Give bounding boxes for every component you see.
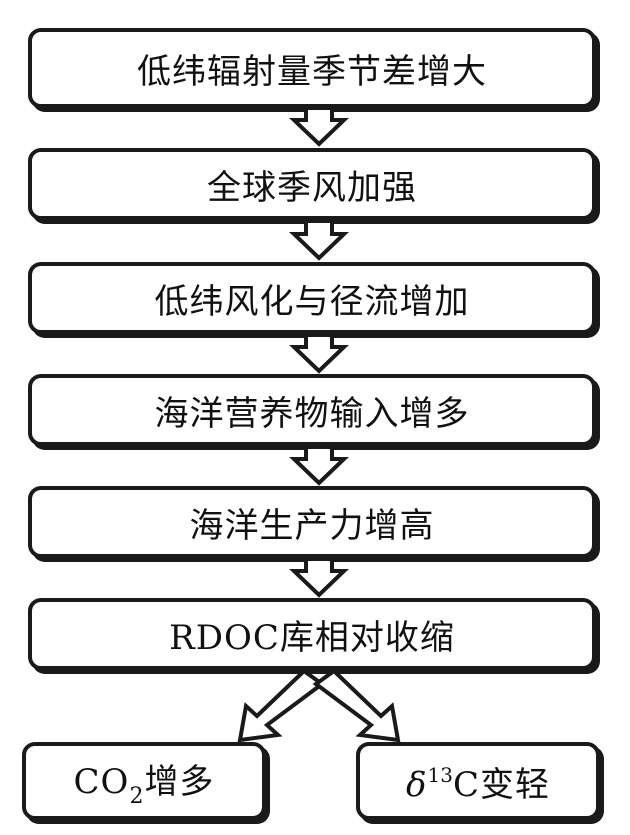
outcome-box-delta13c: δ13C变轻 — [356, 742, 600, 820]
diagonal-arrow-right-icon — [312, 668, 401, 743]
down-arrow-icon — [289, 219, 349, 261]
step-label-rdoc: RDOC库相对收缩 — [169, 617, 455, 658]
step-box-weathering: 低纬风化与径流增加 — [28, 262, 596, 334]
delta-suffix: C变轻 — [452, 764, 550, 805]
outcome-box-co2: CO2增多 — [22, 742, 266, 820]
step-box-radiation: 低纬辐射量季节差增大 — [28, 28, 596, 108]
down-arrow-icon — [289, 106, 349, 147]
step-label-productivity: 海洋生产力增高 — [189, 505, 435, 546]
step-label-weathering: 低纬风化与径流增加 — [154, 281, 470, 322]
step-box-nutrients: 海洋营养物输入增多 — [28, 374, 596, 446]
step-label-radiation: 低纬辐射量季节差增大 — [137, 51, 487, 92]
delta-symbol: δ — [406, 764, 428, 805]
step-label-nutrients: 海洋营养物输入增多 — [154, 393, 470, 434]
step-box-productivity: 海洋生产力增高 — [28, 486, 596, 558]
delta-superscript: 13 — [427, 762, 453, 787]
co2-prefix: CO — [73, 761, 130, 802]
diagonal-arrow-left-icon — [237, 668, 326, 743]
step-box-monsoon: 全球季风加强 — [28, 148, 596, 220]
down-arrow-icon — [289, 445, 349, 486]
co2-subscript: 2 — [129, 783, 145, 809]
outcome-label-co2: CO2增多 — [74, 754, 215, 809]
co2-suffix: 增多 — [144, 761, 215, 802]
down-arrow-icon — [289, 333, 349, 374]
outcome-label-delta13c: δ13C变轻 — [406, 757, 550, 806]
down-arrow-icon — [289, 557, 349, 598]
step-label-monsoon: 全球季风加强 — [207, 167, 417, 208]
step-box-rdoc: RDOC库相对收缩 — [28, 598, 596, 670]
